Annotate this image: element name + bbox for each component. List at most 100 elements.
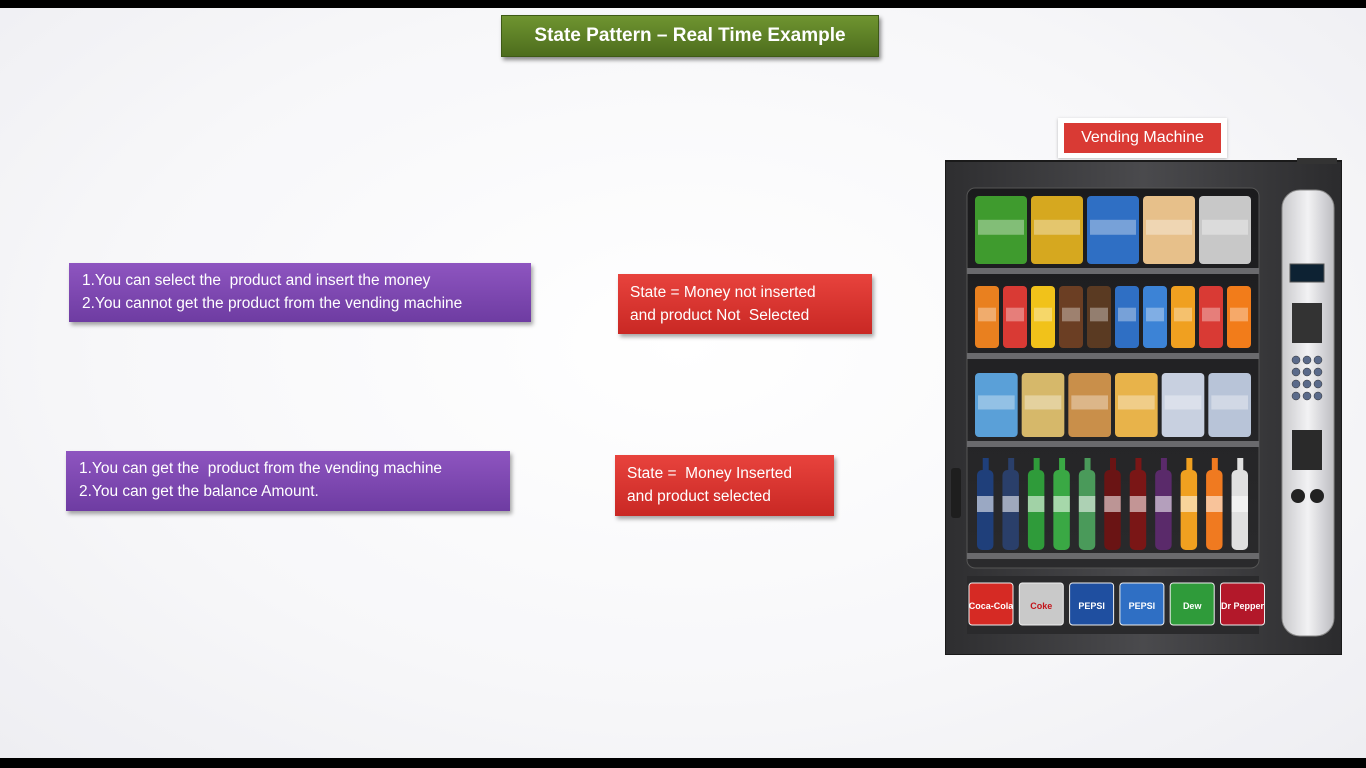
brand-tile xyxy=(1069,582,1115,626)
coin-button-right xyxy=(1310,489,1324,503)
bottle-neck xyxy=(1186,458,1193,472)
door-handle xyxy=(951,468,961,518)
bottle-neck xyxy=(1211,458,1218,472)
coin-return xyxy=(1292,430,1322,470)
state1-label-line1: State = Money not inserted xyxy=(630,284,816,301)
bottle-label xyxy=(1104,496,1121,512)
bottle-label xyxy=(1180,496,1198,512)
bottle-neck xyxy=(1110,458,1116,472)
state1-description-line1: 1.You can select the product and insert … xyxy=(82,272,431,289)
snack-bag xyxy=(1171,286,1195,348)
snack-bag xyxy=(1087,286,1111,348)
bottle-neck xyxy=(1008,458,1015,472)
snack-label xyxy=(1024,395,1062,410)
snack-bag xyxy=(1143,286,1167,348)
snack-label xyxy=(1118,307,1136,322)
snack-label xyxy=(1202,307,1220,322)
slide-title: State Pattern – Real Time Example xyxy=(501,15,879,57)
brand-tile xyxy=(968,582,1014,626)
snack-label xyxy=(1071,395,1108,410)
snack-bag xyxy=(1161,373,1205,437)
snack-bag xyxy=(1143,196,1195,264)
bottle-label xyxy=(1129,496,1147,512)
brand-tile xyxy=(1119,582,1165,626)
snack-label xyxy=(978,219,1024,235)
keypad-button xyxy=(1302,355,1312,365)
keypad xyxy=(1291,355,1323,401)
bottle-neck xyxy=(1237,458,1244,472)
bottle-neck xyxy=(1059,458,1066,472)
bottle-label xyxy=(1231,496,1248,512)
snack-bag xyxy=(975,196,1027,264)
snack-label xyxy=(1146,219,1192,235)
keypad-button xyxy=(1313,355,1323,365)
machine-products xyxy=(975,196,1251,550)
snack-label xyxy=(978,395,1015,410)
bottle-label xyxy=(1206,496,1223,512)
bottle-neck xyxy=(1084,458,1091,472)
bottle-label xyxy=(977,496,994,512)
snack-bag xyxy=(1199,286,1223,348)
snack-bag xyxy=(1068,373,1111,437)
snack-label xyxy=(1174,307,1192,322)
keypad-button xyxy=(1291,367,1301,377)
machine-top-hinge xyxy=(1297,158,1337,164)
snack-bag xyxy=(1059,286,1083,348)
keypad-button xyxy=(1291,355,1301,365)
snack-label xyxy=(1230,307,1248,322)
slide: State Pattern – Real Time Example 1.You … xyxy=(0,8,1366,758)
keypad-button xyxy=(1313,391,1323,401)
brand-tile-text: Coke xyxy=(1030,601,1052,611)
bottle-neck xyxy=(1135,458,1142,472)
keypad-button xyxy=(1291,391,1301,401)
snack-label xyxy=(1146,307,1164,322)
snack-label xyxy=(1118,395,1155,410)
vending-machine-label: Vending Machine xyxy=(1064,123,1221,153)
bottle-label xyxy=(1053,496,1070,512)
snack-label xyxy=(1006,307,1024,322)
snack-label xyxy=(1202,219,1248,235)
vending-machine-label-frame: Vending Machine xyxy=(1058,118,1227,158)
bill-acceptor xyxy=(1292,303,1322,343)
state1-description: 1.You can select the product and insert … xyxy=(69,263,531,322)
keypad-button xyxy=(1291,379,1301,389)
brand-tile xyxy=(1220,582,1265,626)
brand-tile-text: PEPSI xyxy=(1129,601,1156,611)
state2-description-line2: 2.You can get the balance Amount. xyxy=(79,483,319,500)
machine-shelves xyxy=(967,268,1259,559)
snack-bag xyxy=(1031,286,1055,348)
snack-bag xyxy=(1115,373,1158,437)
state1-label-line2: and product Not Selected xyxy=(630,307,810,324)
snack-label xyxy=(1062,307,1080,322)
vending-machine-label-text: Vending Machine xyxy=(1081,129,1204,146)
snack-label xyxy=(1034,307,1052,322)
snack-bag xyxy=(1208,373,1251,437)
shelf-3 xyxy=(967,441,1259,447)
bottle-neck xyxy=(1160,458,1167,472)
brand-tile xyxy=(1169,582,1215,626)
brand-tile xyxy=(1018,582,1064,626)
snack-bag xyxy=(975,373,1018,437)
snack-bag xyxy=(1031,196,1083,264)
state2-label-line1: State = Money Inserted xyxy=(627,465,792,482)
shelf-2 xyxy=(967,353,1259,359)
brand-tile-text: Coca-Cola xyxy=(969,601,1015,611)
snack-label xyxy=(978,307,996,322)
snack-bag xyxy=(1003,286,1027,348)
control-panel xyxy=(1281,189,1335,637)
keypad-button xyxy=(1313,379,1323,389)
shelf-1 xyxy=(967,268,1259,274)
snack-label xyxy=(1211,395,1248,410)
snack-label xyxy=(1034,219,1080,235)
keypad-button xyxy=(1302,391,1312,401)
keypad-button xyxy=(1302,379,1312,389)
brand-tile-text: Dew xyxy=(1183,601,1203,611)
bottle-label xyxy=(1078,496,1096,512)
state2-description-line1: 1.You can get the product from the vendi… xyxy=(79,460,443,477)
snack-bag xyxy=(1115,286,1139,348)
state2-label-line2: and product selected xyxy=(627,488,771,505)
snack-bag xyxy=(1227,286,1251,348)
shelf-4 xyxy=(967,553,1259,559)
